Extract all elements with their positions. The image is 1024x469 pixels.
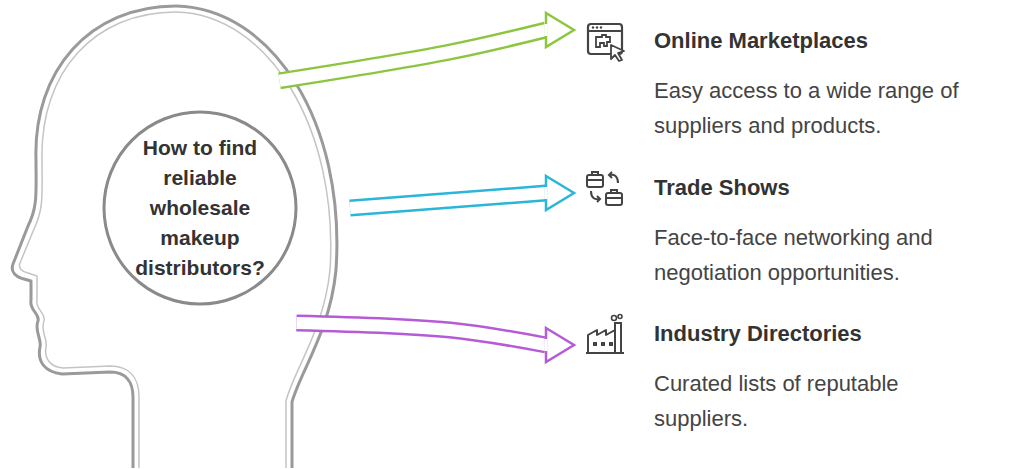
arrow-head — [546, 328, 574, 362]
arrow-shaft-outline — [350, 193, 546, 208]
question-circle: How to find reliable wholesale makeup di… — [102, 110, 298, 306]
item-texts: Trade ShowsFace-to-face networking and n… — [654, 173, 984, 290]
item-icon — [584, 20, 628, 64]
option-item: Online MarketplacesEasy access to a wide… — [584, 26, 984, 143]
arrow-joint — [545, 24, 548, 36]
item-icon — [584, 313, 628, 357]
arrow-shaft-fill — [350, 193, 546, 208]
arrow-shaft-outline — [279, 30, 546, 81]
arrow-shaft-fill — [279, 30, 546, 81]
arrow-shaft-outline — [296, 323, 546, 345]
arrow-joint — [545, 339, 548, 351]
item-texts: Online MarketplacesEasy access to a wide… — [654, 26, 984, 143]
item-description: Face-to-face networking and negotiation … — [654, 220, 984, 290]
question-text: How to find reliable wholesale makeup di… — [125, 133, 275, 283]
arrow-shaft-fill — [296, 323, 546, 345]
item-heading: Online Marketplaces — [654, 26, 984, 56]
item-texts: Industry DirectoriesCurated lists of rep… — [654, 319, 984, 436]
hollow-arrow — [279, 13, 574, 81]
hollow-arrow — [296, 323, 574, 362]
option-item: Industry DirectoriesCurated lists of rep… — [584, 319, 984, 436]
item-heading: Industry Directories — [654, 319, 984, 349]
circle-shape — [104, 112, 296, 304]
arrow-joint — [545, 187, 548, 199]
arrow-head — [546, 13, 574, 47]
item-description: Curated lists of reputable suppliers. — [654, 366, 984, 436]
item-heading: Trade Shows — [654, 173, 984, 203]
hollow-arrow — [350, 176, 574, 210]
option-item: Trade ShowsFace-to-face networking and n… — [584, 173, 984, 290]
arrow-head — [546, 176, 574, 210]
item-description: Easy access to a wide range of suppliers… — [654, 73, 984, 143]
item-icon — [584, 167, 628, 211]
